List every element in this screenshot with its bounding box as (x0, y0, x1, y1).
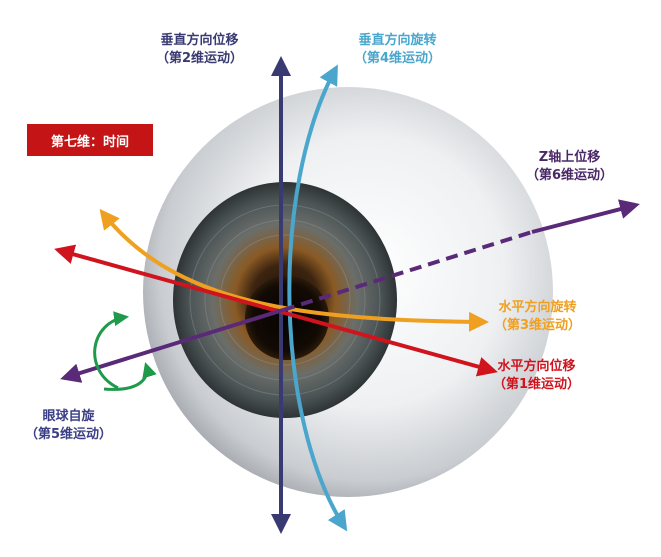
self-rotation-arrow-right (103, 362, 157, 391)
label-z-move-line2: （第6维运动） (526, 168, 614, 183)
label-self-rotate-line1: 眼球自旋 (42, 409, 95, 424)
label-self-rotate: 眼球自旋 （第5维运动） (25, 408, 112, 444)
label-vertical-move-line1: 垂直方向位移 (160, 33, 239, 48)
z-axis-arrow-back (531, 199, 640, 234)
self-rotation-arrow-left (93, 311, 129, 390)
label-horizontal-move: 水平方向位移 （第1维运动） (493, 358, 580, 394)
time-dimension-text: 第七维：时间 (50, 134, 129, 150)
label-vertical-rotate-line1: 垂直方向旋转 (358, 33, 437, 48)
z-axis-arrow-front (60, 308, 284, 383)
label-z-move-line1: Z轴上位移 (538, 150, 601, 165)
label-z-move: Z轴上位移 （第6维运动） (526, 149, 613, 185)
label-vertical-move: 垂直方向位移 （第2维运动） (156, 32, 243, 68)
z-axis-arrow-hidden (282, 230, 533, 312)
label-vertical-rotate: 垂直方向旋转 （第4维运动） (354, 32, 441, 68)
label-horizontal-rotate-line2: （第3维运动） (494, 318, 582, 333)
label-horizontal-move-line2: （第1维运动） (493, 377, 581, 392)
label-vertical-rotate-line2: （第4维运动） (354, 51, 442, 66)
time-dimension-badge: 第七维：时间 (27, 124, 153, 156)
label-vertical-move-line2: （第2维运动） (156, 51, 244, 66)
label-horizontal-rotate-line1: 水平方向旋转 (498, 300, 577, 315)
label-horizontal-rotate: 水平方向旋转 （第3维运动） (494, 299, 581, 335)
label-horizontal-move-line1: 水平方向位移 (497, 359, 576, 374)
label-self-rotate-line2: （第5维运动） (25, 427, 113, 442)
